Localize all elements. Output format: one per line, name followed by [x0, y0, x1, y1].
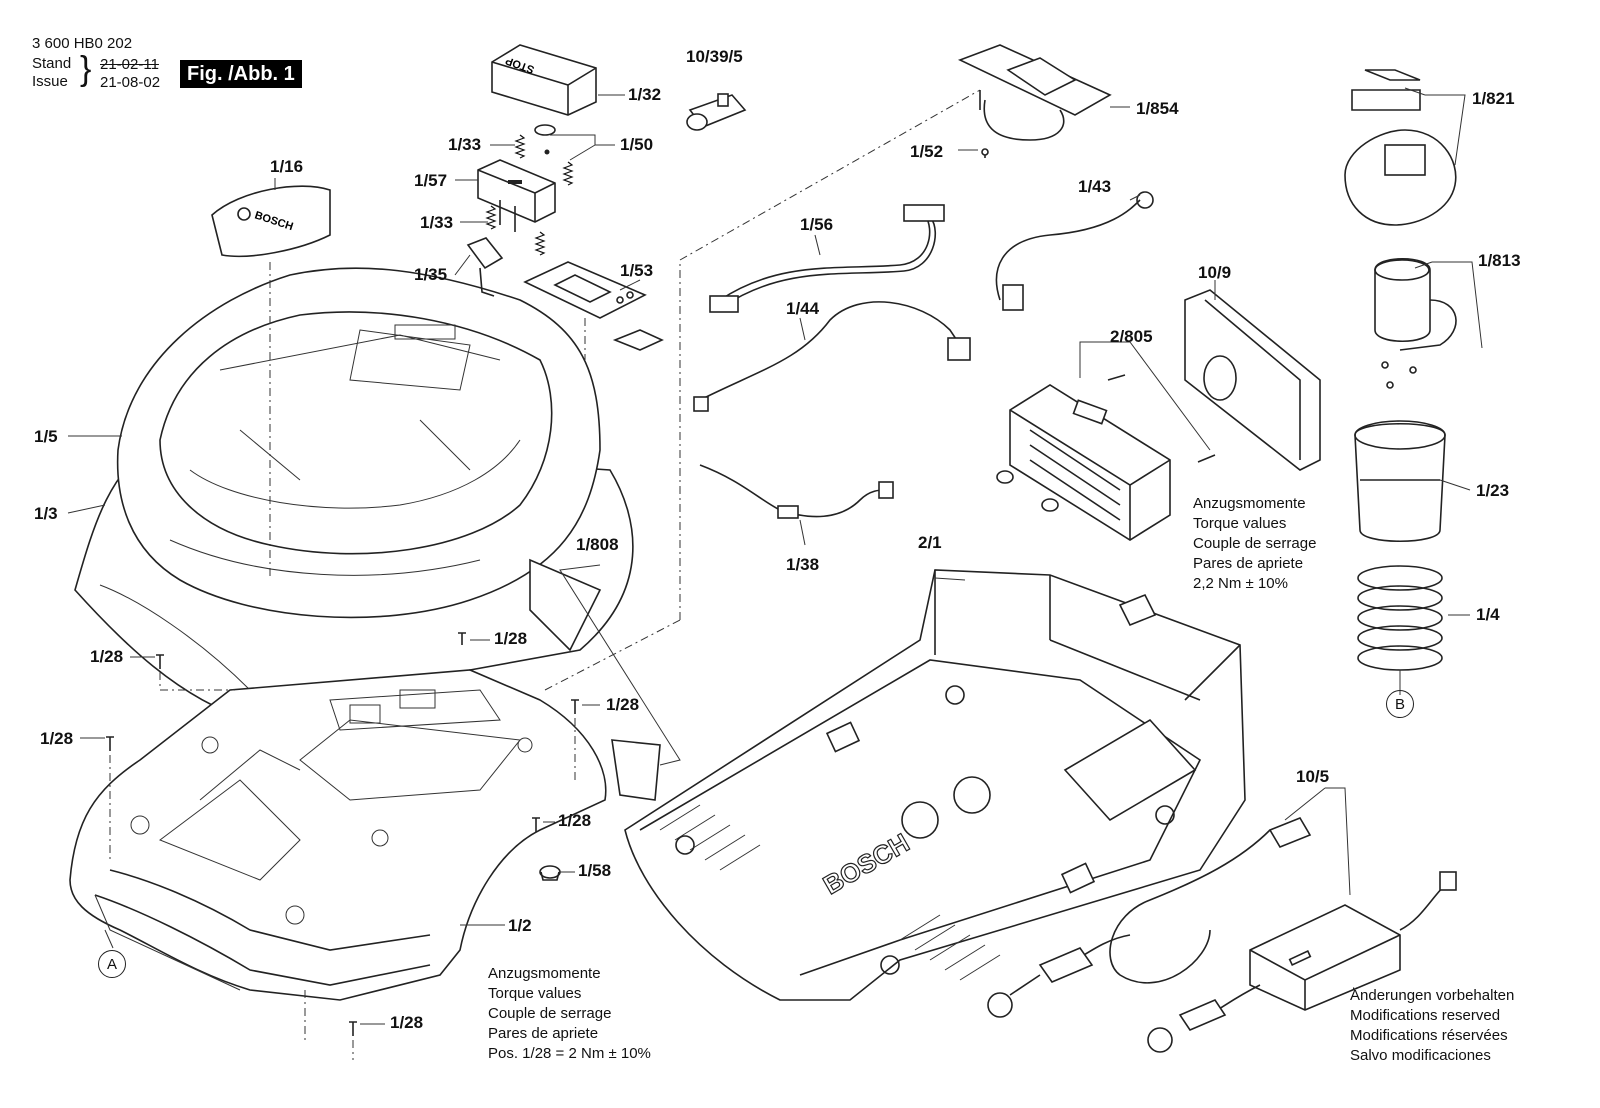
callout-1-35: 1/35: [414, 265, 448, 284]
modifications-note-line: Änderungen vorbehalten: [1350, 987, 1515, 1004]
part-10-39-5-connector: [686, 93, 747, 131]
callout-10-9: 10/9: [1198, 263, 1232, 282]
callout-1-33-a: 1/33: [448, 135, 482, 154]
part-1-16-logo-badge: BOSCH: [211, 185, 331, 580]
leader-lines: [67, 87, 1483, 1025]
part-2-805-control-unit: [996, 374, 1216, 541]
callout-1-33-b: 1/33: [420, 213, 454, 232]
part-1-35-sensor: [466, 237, 504, 297]
part-1-52-screw: [981, 148, 989, 158]
part-1-821-motor-cover: [1344, 69, 1457, 226]
modifications-note-line: Salvo modificaciones: [1350, 1047, 1491, 1064]
part-1-53-display-panel: [523, 261, 664, 360]
callout-1-5: 1/5: [34, 427, 58, 446]
callout-1-28-f: 1/28: [390, 1013, 424, 1032]
modifications-note-line: Modifications réservées: [1350, 1027, 1508, 1044]
callout-1-32: 1/32: [628, 85, 662, 104]
callout-1-821: 1/821: [1472, 89, 1515, 108]
callout-1-57: 1/57: [414, 171, 448, 190]
part-1-33-springs: [485, 124, 574, 256]
callout-1-854: 1/854: [1136, 99, 1179, 118]
part-1-28-screws: [106, 632, 579, 1060]
doc-number: 3 600 HB0 202: [32, 35, 133, 52]
stand-label: Stand: [32, 55, 72, 72]
callout-1-50: 1/50: [620, 135, 654, 154]
modifications-note: Änderungen vorbehalten Modifications res…: [1350, 986, 1514, 1066]
torque-note-left-line: Anzugsmomente: [488, 965, 601, 982]
callout-1-28-b: 1/28: [90, 647, 124, 666]
callout-1-44: 1/44: [786, 299, 820, 318]
callout-1-23: 1/23: [1476, 481, 1510, 500]
callout-1-2: 1/2: [508, 916, 532, 935]
part-1-32-stop-cap: STOP: [491, 44, 597, 116]
part-1-57-button: [477, 159, 556, 232]
callout-1-28-e: 1/28: [558, 811, 592, 830]
stand-date: 21-02-11: [100, 56, 159, 73]
torque-note-left-line: Pares de apriete: [488, 1025, 599, 1042]
callout-1-28-c: 1/28: [606, 695, 640, 714]
callout-1-53: 1/53: [620, 261, 654, 280]
callout-1-28-d: 1/28: [40, 729, 74, 748]
callout-1-38: 1/38: [786, 555, 820, 574]
torque-note-right-line: Anzugsmomente: [1193, 495, 1306, 512]
part-1-58-foot: [539, 865, 561, 881]
callout-2-1: 2/1: [918, 533, 942, 552]
part-1-44-cable: [693, 301, 971, 412]
modifications-note-line: Modifications reserved: [1350, 1007, 1501, 1024]
part-1-854-circuit-board: [957, 44, 1112, 141]
callout-1-58: 1/58: [578, 861, 612, 880]
callout-1-16: 1/16: [270, 157, 304, 176]
part-1-4-spring: [1357, 565, 1443, 671]
callout-1-4: 1/4: [1476, 605, 1500, 624]
callout-1-3: 1/3: [34, 504, 58, 523]
part-10-5-charger: [987, 817, 1457, 1053]
torque-note-left-line: Pos. 1/28 = 2 Nm ± 10%: [488, 1045, 651, 1062]
reference-marker-a: A: [98, 950, 126, 978]
callout-10-5: 10/5: [1296, 767, 1330, 786]
torque-note-right-line: Couple de serrage: [1193, 535, 1317, 552]
torque-note-right-line: 2,2 Nm ± 10%: [1193, 575, 1288, 592]
part-1-808-flaps: [529, 558, 661, 801]
part-10-9-bracket: [1184, 289, 1321, 471]
part-1-43-cable: [995, 191, 1154, 311]
part-1-23-motor-housing: [1354, 420, 1446, 542]
callout-1-43: 1/43: [1078, 177, 1112, 196]
figure-label: Fig. /Abb. 1: [180, 60, 302, 88]
torque-note-right-line: Pares de apriete: [1193, 555, 1304, 572]
part-1-56-cable: [709, 204, 945, 313]
torque-note-right-line: Torque values: [1193, 515, 1287, 532]
callout-1-808: 1/808: [576, 535, 619, 554]
part-2-1-base-plate: BOSCH: [624, 569, 1246, 1001]
reference-marker-b: B: [1386, 690, 1414, 718]
torque-note-right: Anzugsmomente Torque values Couple de se…: [1193, 494, 1316, 594]
torque-note-left-line: Torque values: [488, 985, 582, 1002]
part-1-813-motor: [1374, 257, 1457, 389]
part-1-5-top-cover: [116, 267, 601, 619]
torque-note-left-line: Couple de serrage: [488, 1005, 612, 1022]
torque-note-left: Anzugsmomente Torque values Couple de se…: [488, 964, 651, 1064]
callout-1-28-a: 1/28: [494, 629, 528, 648]
callout-2-805: 2/805: [1110, 327, 1153, 346]
callout-1-813: 1/813: [1478, 251, 1521, 270]
issue-date: 21-08-02: [100, 74, 161, 91]
callout-1-52: 1/52: [910, 142, 944, 161]
part-1-2-chassis: [69, 669, 607, 1001]
callout-10-39-5: 10/39/5: [686, 47, 743, 66]
issue-label: Issue: [32, 73, 68, 90]
header-brace: }: [80, 50, 92, 88]
callout-1-56: 1/56: [800, 215, 834, 234]
part-1-38-cable: [699, 464, 894, 519]
